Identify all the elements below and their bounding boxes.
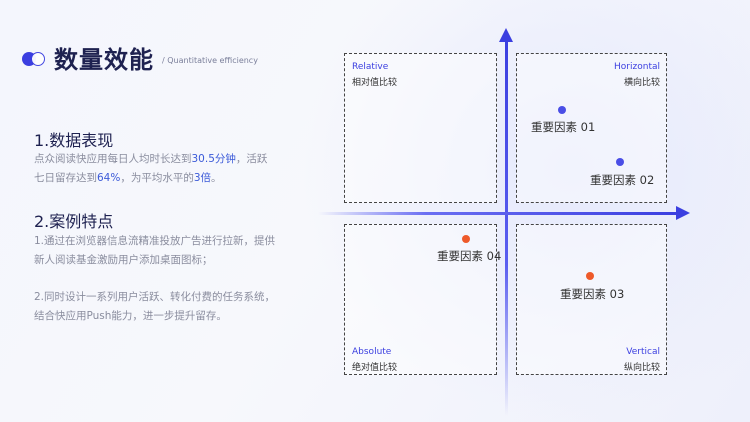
section1-heading: 1.数据表现 [34, 131, 114, 150]
section2-text-2: 2.同时设计一系列用户活跃、转化付费的任务系统， 结合快应用Push能力，进一步… [34, 291, 276, 322]
page-subtitle: / Quantitative efficiency [162, 56, 258, 65]
section1-text: 点众阅读快应用每日人均时长达到30.5分钟，活跃 七日留存达到64%，为平均水平… [34, 153, 268, 184]
section2-heading: 2.案例特点 [34, 212, 114, 231]
factor-03-label: 重要因素 03 [560, 287, 625, 301]
quadrant-bottom-right [516, 224, 667, 375]
factor-01-dot [558, 106, 566, 114]
vertical-axis [505, 38, 508, 416]
factor-01-label: 重要因素 01 [531, 120, 596, 134]
quadrant-label-relative-cn: 相对值比较 [352, 78, 398, 88]
factor-02-dot [616, 158, 624, 166]
quadrant-label-absolute-cn: 绝对值比较 [352, 363, 398, 373]
quadrant-label-horizontal-cn: 横向比较 [623, 78, 660, 88]
factor-04-label: 重要因素 04 [437, 249, 502, 263]
factor-02-label: 重要因素 02 [590, 173, 655, 187]
quadrant-label-vertical: Vertical [626, 347, 660, 357]
arrow-up-icon [499, 28, 513, 42]
quadrant-label-absolute: Absolute [352, 347, 392, 357]
quadrant-top-left [344, 53, 497, 203]
quadrant-bottom-left [344, 224, 497, 375]
quadrant-label-vertical-cn: 纵向比较 [623, 363, 660, 373]
logo-icon [22, 50, 48, 68]
background-glow [300, 0, 750, 422]
arrow-right-icon [676, 206, 690, 220]
section2-text-1: 1.通过在浏览器信息流精准投放广告进行拉新，提供 新人阅读基金激励用户添加桌面图… [34, 235, 276, 266]
quadrant-top-right [516, 53, 667, 203]
factor-03-dot [586, 272, 594, 280]
quadrant-label-horizontal: Horizontal [614, 62, 660, 72]
factor-04-dot [462, 235, 470, 243]
horizontal-axis [318, 212, 678, 215]
quadrant-label-relative: Relative [352, 62, 389, 72]
page-title: 数量效能 [54, 46, 154, 74]
